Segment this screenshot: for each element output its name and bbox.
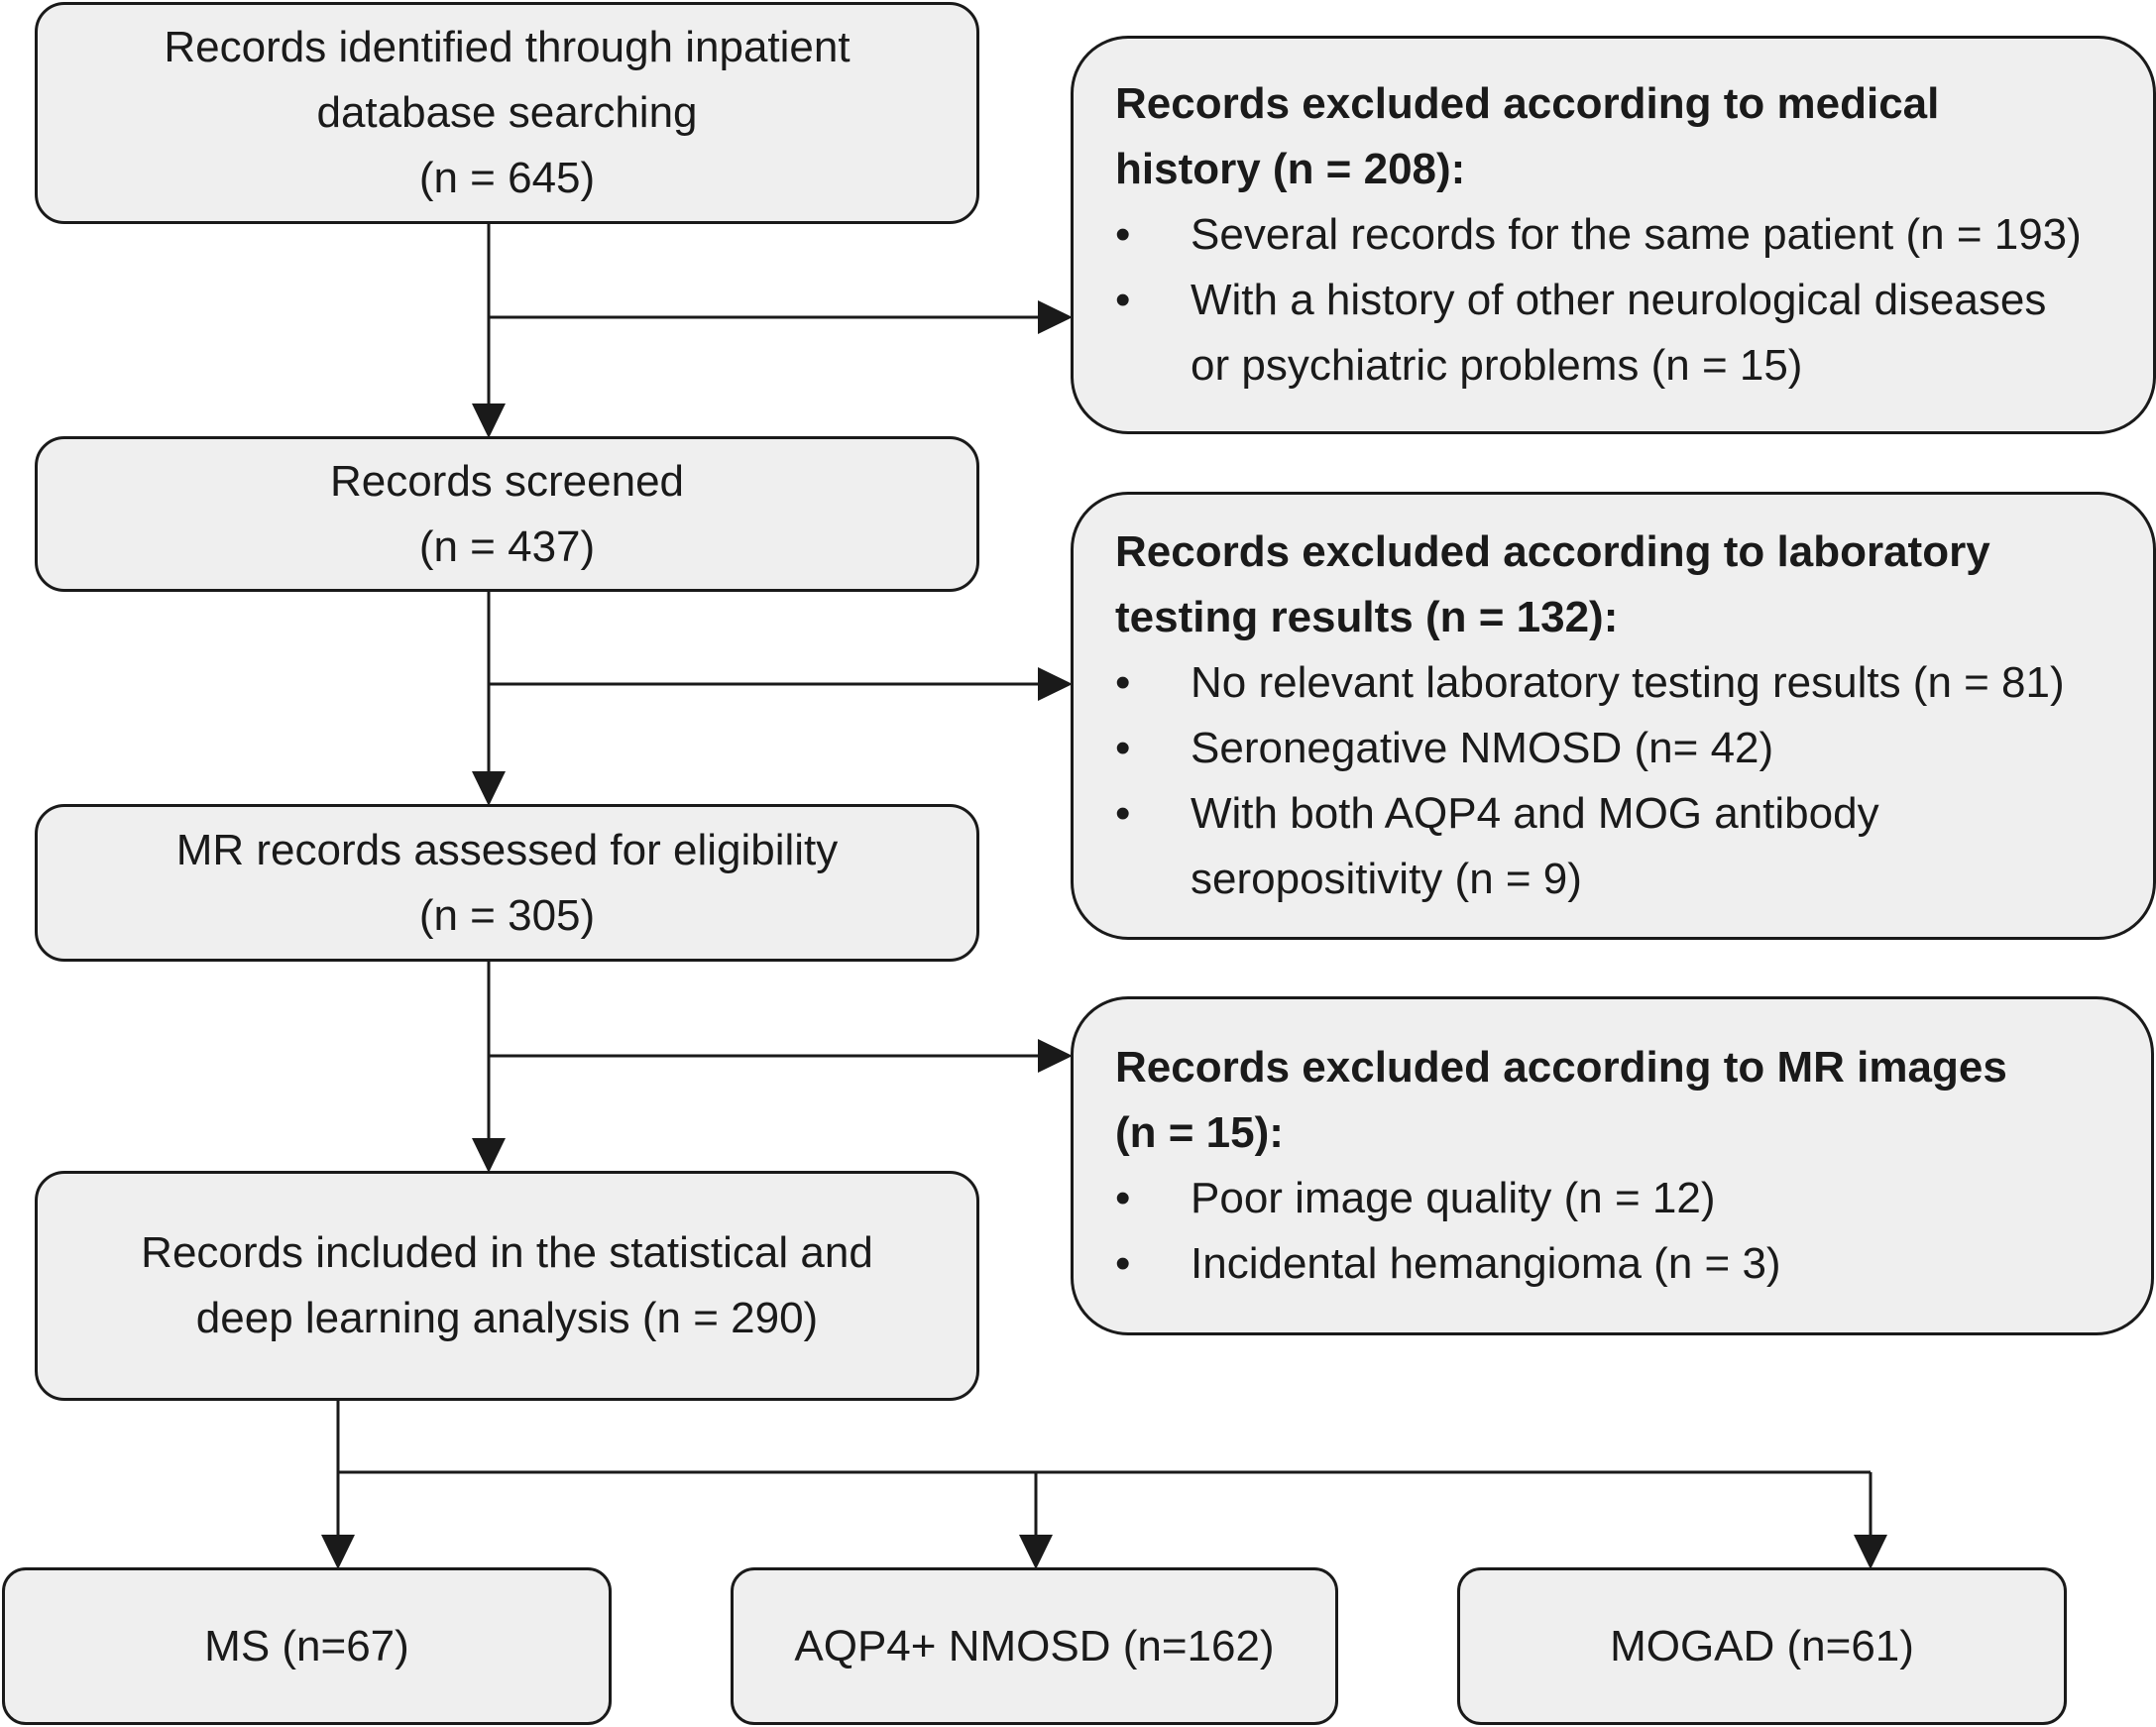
list-item: • No relevant laboratory testing results… bbox=[1115, 650, 2123, 716]
arrowhead-nmosd bbox=[1019, 1535, 1053, 1569]
list-item: • Several records for the same patient (… bbox=[1115, 202, 2123, 268]
records-identified-box: Records identified through inpatient dat… bbox=[35, 2, 979, 224]
exclusion-medical-history-title: Records excluded according to medical hi… bbox=[1115, 71, 2123, 202]
group-nmosd-label: AQP4+ NMOSD (n=162) bbox=[794, 1621, 1275, 1670]
group-nmosd-box: AQP4+ NMOSD (n=162) bbox=[731, 1567, 1338, 1725]
records-included-line-1: Records included in the statistical and bbox=[141, 1228, 873, 1277]
group-mogad-box: MOGAD (n=61) bbox=[1457, 1567, 2067, 1725]
exclusion-laboratory-title-line-1: Records excluded according to laboratory bbox=[1115, 527, 1990, 576]
list-item: • With both AQP4 and MOG antibody seropo… bbox=[1115, 781, 2123, 912]
list-item-text: Several records for the same patient (n … bbox=[1191, 210, 2082, 259]
list-item: • Poor image quality (n = 12) bbox=[1115, 1166, 2121, 1231]
list-item: • With a history of other neurological d… bbox=[1115, 268, 2123, 399]
exclusion-mr-images-title-line-2: (n = 15): bbox=[1115, 1108, 1284, 1157]
exclusion-mr-images-box: Records excluded according to MR images … bbox=[1071, 996, 2154, 1335]
bullet-icon: • bbox=[1115, 789, 1131, 838]
exclusion-mr-images-list: • Poor image quality (n = 12) • Incident… bbox=[1115, 1166, 2121, 1297]
arrowhead-mogad bbox=[1854, 1535, 1887, 1569]
exclusion-medical-history-box: Records excluded according to medical hi… bbox=[1071, 36, 2156, 434]
exclusion-laboratory-box: Records excluded according to laboratory… bbox=[1071, 492, 2156, 940]
group-ms-label: MS (n=67) bbox=[204, 1621, 409, 1670]
records-assessed-box: MR records assessed for eligibility (n =… bbox=[35, 804, 979, 962]
exclusion-mr-images-title-line-1: Records excluded according to MR images bbox=[1115, 1043, 2007, 1092]
arrowhead-laboratory bbox=[1038, 667, 1073, 701]
list-item-text: or psychiatric problems (n = 15) bbox=[1191, 341, 1803, 390]
group-ms-box: MS (n=67) bbox=[2, 1567, 612, 1725]
exclusion-medical-history-list: • Several records for the same patient (… bbox=[1115, 202, 2123, 399]
list-item-text: Incidental hemangioma (n = 3) bbox=[1191, 1239, 1781, 1288]
list-item-text: With a history of other neurological dis… bbox=[1191, 276, 2047, 324]
records-identified-line-2: database searching bbox=[316, 88, 698, 137]
exclusion-mr-images-title: Records excluded according to MR images … bbox=[1115, 1035, 2121, 1166]
records-identified-count: (n = 645) bbox=[418, 154, 596, 202]
records-identified-line-1: Records identified through inpatient bbox=[164, 23, 851, 71]
exclusion-laboratory-title: Records excluded according to laboratory… bbox=[1115, 519, 2123, 650]
list-item-text: Seronegative NMOSD (n= 42) bbox=[1191, 724, 1774, 772]
records-included-line-2: deep learning analysis (n = 290) bbox=[195, 1294, 819, 1342]
exclusion-laboratory-list: • No relevant laboratory testing results… bbox=[1115, 650, 2123, 912]
bullet-icon: • bbox=[1115, 724, 1131, 772]
bullet-icon: • bbox=[1115, 1174, 1131, 1222]
bullet-icon: • bbox=[1115, 658, 1131, 707]
list-item: • Incidental hemangioma (n = 3) bbox=[1115, 1231, 2121, 1297]
bullet-icon: • bbox=[1115, 1239, 1131, 1288]
arrowhead-medical bbox=[1038, 300, 1073, 334]
list-item-text: No relevant laboratory testing results (… bbox=[1191, 658, 2065, 707]
arrowhead-mr bbox=[1038, 1039, 1073, 1073]
records-screened-count: (n = 437) bbox=[418, 521, 596, 571]
group-mogad-label: MOGAD (n=61) bbox=[1610, 1621, 1914, 1670]
records-screened-label: Records screened bbox=[329, 456, 685, 506]
arrowhead-included bbox=[472, 1138, 506, 1173]
list-item-text: With both AQP4 and MOG antibody bbox=[1191, 789, 1879, 838]
records-screened-box: Records screened (n = 437) bbox=[35, 436, 979, 592]
arrowhead-ms bbox=[321, 1535, 355, 1569]
records-included-box: Records included in the statistical and … bbox=[35, 1171, 979, 1401]
list-item-text: Poor image quality (n = 12) bbox=[1191, 1174, 1716, 1222]
exclusion-medical-history-title-line-1: Records excluded according to medical bbox=[1115, 79, 1940, 128]
exclusion-medical-history-title-line-2: history (n = 208): bbox=[1115, 145, 1466, 193]
arrowhead-assessed bbox=[472, 771, 506, 806]
list-item-text: seropositivity (n = 9) bbox=[1191, 855, 1582, 903]
arrowhead-screened bbox=[472, 403, 506, 438]
records-assessed-count: (n = 305) bbox=[418, 890, 596, 940]
exclusion-laboratory-title-line-2: testing results (n = 132): bbox=[1115, 593, 1619, 641]
list-item: • Seronegative NMOSD (n= 42) bbox=[1115, 716, 2123, 781]
bullet-icon: • bbox=[1115, 276, 1131, 324]
records-assessed-label: MR records assessed for eligibility bbox=[175, 825, 839, 874]
bullet-icon: • bbox=[1115, 210, 1131, 259]
